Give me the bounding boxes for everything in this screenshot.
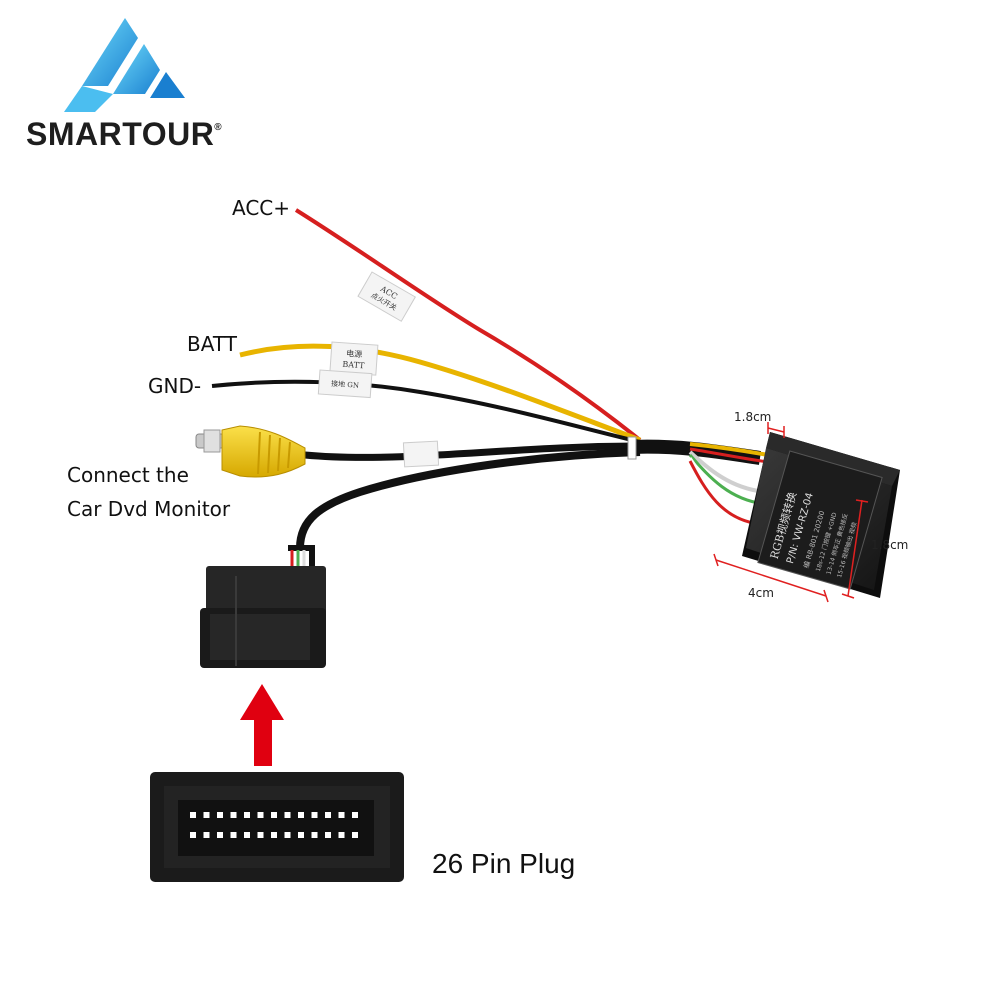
pin-hole xyxy=(217,832,223,838)
gnd-tag-line1: 接地 GN xyxy=(331,379,360,390)
batt-wire-tag: 电源 BATT xyxy=(329,341,379,376)
connect-note: Connect the Car Dvd Monitor xyxy=(67,458,230,526)
pin-hole xyxy=(203,832,210,838)
pin-hole xyxy=(284,832,291,838)
batt-label: BATT xyxy=(187,332,237,356)
gnd-wire xyxy=(211,379,641,444)
pin-hole xyxy=(244,812,250,818)
monitor-cable xyxy=(296,448,641,549)
pin-hole xyxy=(257,812,264,818)
plug-label: 26 Pin Plug xyxy=(432,848,576,879)
batt-wire xyxy=(239,343,641,443)
pin-hole xyxy=(230,812,237,818)
pin-hole xyxy=(325,832,331,838)
connect-note-line2: Car Dvd Monitor xyxy=(67,497,231,521)
module-lead-wires xyxy=(688,442,769,526)
rca-cable-tag xyxy=(402,440,440,468)
pin-hole xyxy=(325,812,331,818)
registered-mark: ® xyxy=(214,122,223,133)
pin-hole xyxy=(230,832,237,838)
dimension-lines xyxy=(713,422,869,603)
pin-hole xyxy=(271,832,277,838)
monitor-connector xyxy=(200,545,326,668)
brand-name-text: SMARTOUR xyxy=(26,116,215,152)
gnd-wire-tag: 接地 GN xyxy=(317,369,373,399)
pin-hole xyxy=(284,812,291,818)
acc-wire-tag: ACC 点火开关 xyxy=(357,271,416,322)
gnd-label: GND- xyxy=(148,374,202,398)
pin-hole xyxy=(338,812,345,818)
pin-hole xyxy=(352,812,358,818)
pin-plug-26 xyxy=(150,772,404,882)
rca-connector-icon xyxy=(195,425,306,478)
cable-band xyxy=(627,436,637,460)
dimension-top-label: 1.8cm xyxy=(734,410,772,424)
pin-hole xyxy=(311,832,318,838)
pin-hole xyxy=(190,812,196,818)
pin-hole xyxy=(203,812,210,818)
rca-cable xyxy=(304,442,641,461)
dimension-bottom-label: 4cm xyxy=(748,586,774,600)
batt-tag-line2: BATT xyxy=(342,360,365,371)
dimension-side-label: 1.8cm xyxy=(871,538,909,552)
pin-hole xyxy=(257,832,264,838)
acc-label: ACC+ xyxy=(232,196,291,220)
acc-wire xyxy=(294,208,642,442)
pin-hole xyxy=(338,832,345,838)
pin-hole xyxy=(244,832,250,838)
pin-hole xyxy=(311,812,318,818)
pin-hole xyxy=(298,832,304,838)
brand-name: SMARTOUR® xyxy=(26,116,222,153)
batt-tag-line1: 电源 xyxy=(346,348,363,359)
brand-logo-icon xyxy=(64,18,185,112)
pin-hole xyxy=(298,812,304,818)
connect-note-line1: Connect the xyxy=(67,463,189,487)
pin-hole xyxy=(271,812,277,818)
pin-hole xyxy=(190,832,196,838)
pin-hole xyxy=(217,812,223,818)
pin-hole xyxy=(352,832,358,838)
converter-module: RGB视频转换 P/N: VW-RZ-04 编 RB-801 20200 18s… xyxy=(742,432,900,598)
up-arrow-icon xyxy=(240,684,284,766)
